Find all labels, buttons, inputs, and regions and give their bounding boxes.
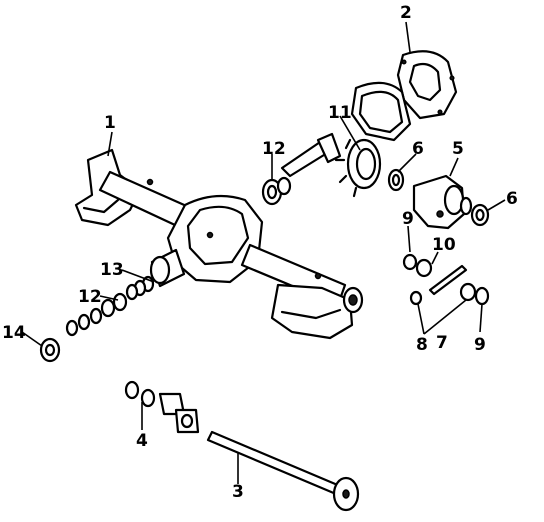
axle-housing bbox=[74, 148, 364, 340]
callout-11: 11 bbox=[328, 103, 352, 123]
callout-3: 3 bbox=[232, 482, 244, 502]
differential-cover bbox=[396, 50, 458, 120]
callout-14: 14 bbox=[2, 323, 26, 343]
pinion-seal-stack bbox=[39, 275, 155, 363]
differential-case bbox=[412, 174, 473, 230]
callouts: 1 2 3 4 5 6 6 7 8 9 9 10 11 12 12 13 14 bbox=[2, 3, 518, 502]
leader-lines bbox=[21, 21, 506, 484]
callout-6-upper: 6 bbox=[412, 139, 424, 159]
side-gears-and-shaft bbox=[402, 253, 490, 306]
callout-8: 8 bbox=[416, 335, 428, 355]
callout-10: 10 bbox=[432, 235, 456, 255]
bearing-races bbox=[387, 168, 490, 227]
callout-5: 5 bbox=[452, 139, 464, 159]
cover-gasket bbox=[350, 81, 412, 142]
pinion-bearing bbox=[261, 176, 292, 206]
axle-shaft bbox=[206, 430, 360, 512]
callout-12-upper: 12 bbox=[262, 139, 286, 159]
ring-and-pinion-gear bbox=[280, 132, 382, 198]
callout-4: 4 bbox=[136, 431, 148, 451]
callout-6-right: 6 bbox=[506, 189, 518, 209]
callout-7: 7 bbox=[436, 333, 448, 353]
callout-9-lower: 9 bbox=[474, 335, 486, 355]
callout-1: 1 bbox=[104, 113, 116, 133]
callout-12-lower: 12 bbox=[78, 287, 102, 307]
callout-9-upper: 9 bbox=[402, 209, 414, 229]
axle-bearing-retainer bbox=[124, 380, 200, 434]
callout-13: 13 bbox=[100, 260, 124, 280]
callout-2: 2 bbox=[400, 3, 412, 23]
